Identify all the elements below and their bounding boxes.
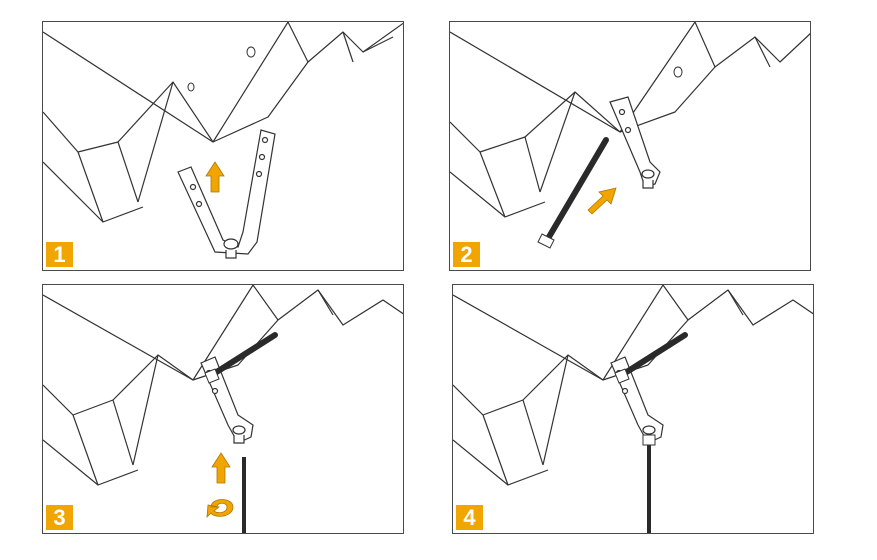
deck-hole xyxy=(673,66,683,78)
rod-nut xyxy=(537,233,555,249)
arrow-up-icon xyxy=(211,452,231,484)
hanger-bracket xyxy=(609,96,661,189)
rod-nut xyxy=(614,368,630,384)
step-number-badge: 1 xyxy=(44,240,75,269)
hanger-bracket xyxy=(200,356,254,444)
threaded-rod xyxy=(212,332,278,376)
step-panel-1: 1 xyxy=(42,21,404,271)
rod-nut xyxy=(204,368,220,384)
hanger-bracket xyxy=(610,356,664,444)
deck-hole xyxy=(187,82,195,92)
step-2-illustration xyxy=(450,22,810,249)
hanger-bracket xyxy=(177,129,276,259)
step-number-badge: 2 xyxy=(451,240,482,269)
trapezoidal-deck xyxy=(43,22,403,223)
step-panel-3: 3 xyxy=(42,284,404,534)
step-panel-4: 4 xyxy=(452,284,814,534)
threaded-rod xyxy=(622,332,688,376)
step-4-illustration xyxy=(453,285,813,533)
step-number-badge: 3 xyxy=(44,503,75,532)
step-number-badge: 4 xyxy=(454,503,485,532)
rotate-arrow-icon xyxy=(206,499,234,519)
coupling-nut xyxy=(642,434,656,446)
trapezoidal-deck xyxy=(450,22,810,218)
step-panel-2: 2 xyxy=(449,21,811,271)
deck-hole xyxy=(246,46,256,58)
step-1-illustration xyxy=(43,22,403,259)
step-3-illustration xyxy=(43,285,403,533)
arrow-diagonal-icon xyxy=(587,187,617,215)
arrow-up-icon xyxy=(205,161,225,193)
threaded-rod xyxy=(543,137,609,245)
